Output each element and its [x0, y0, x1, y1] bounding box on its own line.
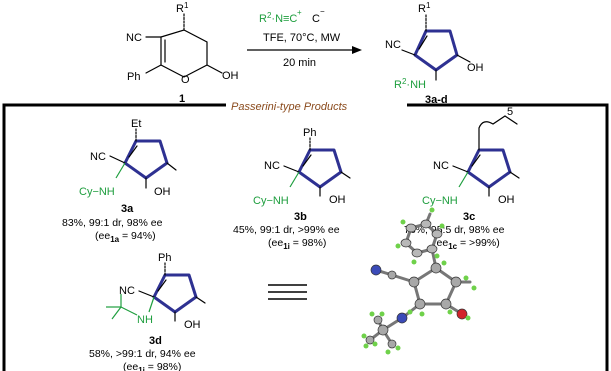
compound-3a-substituent: Et: [131, 118, 141, 130]
compound-3b-structure: [283, 137, 351, 197]
reactant-oxygen: O: [181, 74, 190, 86]
compound-3b-data: 45%, 99:1 dr, >99% ee: [233, 224, 340, 236]
compound-3c-amine: Cy−NH: [422, 195, 458, 207]
arrow-head: [352, 46, 362, 54]
compound-3c-chain-count: 5: [507, 106, 513, 118]
product-hydroxyl: OH: [467, 62, 484, 74]
identity-symbol: [268, 284, 307, 300]
compound-3a-amine: Cy−NH: [79, 186, 115, 198]
panel-frame-left: [2, 103, 226, 371]
compound-3d-amine: NH: [137, 314, 153, 326]
compound-3a-ee: (ee1a = 94%): [95, 230, 156, 244]
compound-3d-ee: (ee1i = 98%): [123, 361, 181, 371]
xray-crystal-structure: [361, 207, 477, 355]
isocyanide-plus: +: [297, 8, 302, 17]
compound-3a-nitrile: NC: [90, 151, 106, 163]
compound-3a-label: 3a: [121, 203, 134, 215]
compound-3c-hydroxyl: OH: [498, 194, 515, 206]
compound-3b-substituent: Ph: [303, 127, 316, 139]
isocyanide-carbon: C: [312, 13, 320, 25]
reactant-label: 1: [179, 93, 185, 105]
compound-3b-hydroxyl: OH: [329, 194, 346, 206]
reactant-phenyl: Ph: [127, 71, 140, 83]
compound-3b-amine: Cy−NH: [253, 195, 289, 207]
conditions-line-2: 20 min: [283, 57, 316, 69]
panel-frame-right: [407, 103, 609, 371]
reactant-r1: R1: [176, 1, 189, 15]
compound-3b-nitrile: NC: [264, 160, 280, 172]
isocyanide-reagent: R2·N≡C: [259, 11, 297, 25]
compound-3c-label: 3c: [463, 211, 475, 223]
compound-3b-ee: (ee1i = 98%): [268, 237, 326, 251]
compound-3d-nitrile: NC: [119, 285, 135, 297]
compound-3d-substituent: Ph: [158, 252, 171, 264]
compound-3d-structure: [106, 262, 206, 322]
product-label: 3a-d: [425, 94, 448, 106]
compound-3c-nitrile: NC: [433, 160, 449, 172]
compound-3c-structure: [452, 115, 520, 197]
compound-3d-data: 58%, >99:1 dr, 94% ee: [89, 348, 196, 360]
compound-3a-structure: [109, 128, 177, 189]
compound-3a-hydroxyl: OH: [154, 186, 171, 198]
reactant-structure: [145, 13, 223, 78]
product-r1: R1: [418, 1, 431, 15]
compound-3a-data: 83%, 99:1 dr, 98% ee: [62, 217, 163, 229]
product-nitrile: NC: [385, 39, 401, 51]
product-structure: [401, 13, 471, 81]
compound-3d-label: 3d: [149, 335, 162, 347]
compound-3d-hydroxyl: OH: [184, 319, 201, 331]
reactant-hydroxyl: OH: [222, 70, 239, 82]
isocyanide-minus: −: [320, 7, 325, 16]
product-amine: R2·NH: [394, 77, 426, 91]
compound-3b-label: 3b: [294, 211, 307, 223]
reactant-nitrile: NC: [126, 32, 142, 44]
section-title: Passerini-type Products: [231, 101, 348, 113]
compound-3c-ee: (ee1c = >99%): [433, 237, 500, 251]
conditions-line-1: TFE, 70°C, MW: [263, 32, 341, 44]
